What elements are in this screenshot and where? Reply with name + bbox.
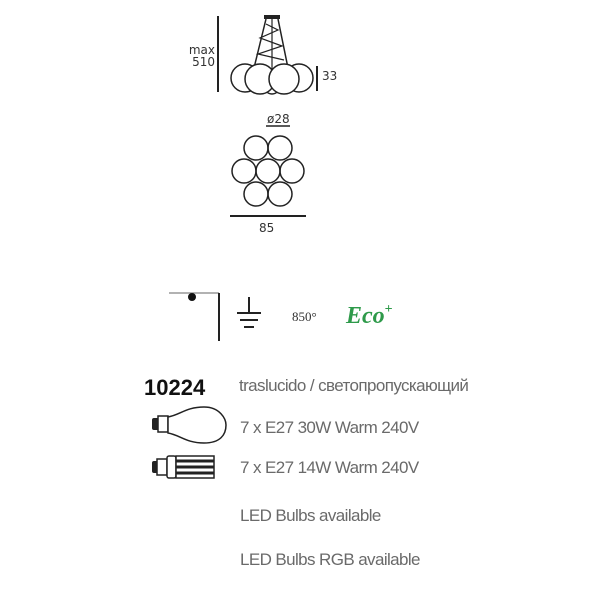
globe-diameter-label: ø28: [267, 112, 290, 126]
globe-height-label: 33: [322, 69, 338, 83]
side-view-drawing: [160, 0, 360, 110]
max-height-label: max 510: [183, 44, 215, 68]
finish-description: traslucido / светопропускающий: [239, 376, 469, 395]
total-width-label: 85: [259, 221, 275, 235]
pendant-side-view-icon: [217, 15, 318, 95]
led-rgb-note: LED Bulbs RGB available: [240, 550, 421, 569]
cfl-bulb-icon: [150, 452, 230, 482]
max-label: max: [188, 43, 215, 57]
ceiling-mount-icon: [165, 285, 225, 345]
eco-text: Eco: [346, 303, 385, 329]
eco-plus: +: [384, 302, 393, 317]
pendant-top-view-icon: [230, 125, 306, 217]
temperature-rating: 850°: [292, 309, 317, 324]
bulb-spec-cfl: 7 x E27 14W Warm 240V: [240, 458, 419, 477]
earth-ground-icon: [234, 295, 264, 335]
bulb-spec-incandescent: 7 x E27 30W Warm 240V: [240, 418, 419, 437]
led-note: LED Bulbs available: [240, 506, 381, 525]
height-value: 510: [192, 55, 215, 69]
product-code: 10224: [144, 375, 206, 400]
incandescent-bulb-icon: [150, 405, 230, 445]
top-view-drawing: [200, 100, 340, 240]
eco-plus-logo: Eco+: [346, 302, 393, 330]
